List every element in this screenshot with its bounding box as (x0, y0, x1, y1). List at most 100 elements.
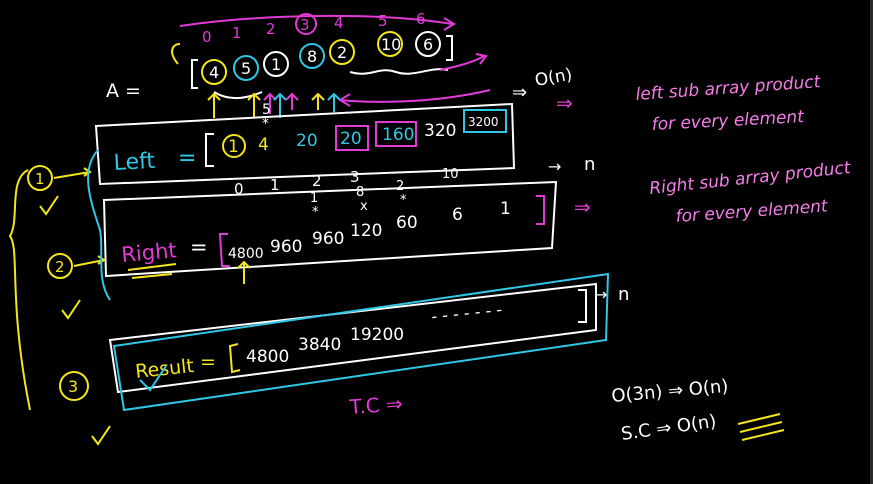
sc-formula: S.C ⇒ O(n) (620, 411, 718, 445)
right-value-1: 960 (270, 237, 302, 257)
right-value-4: 60 (396, 213, 418, 233)
forward-arrow-top (439, 55, 485, 71)
right-value-5: 6 (452, 205, 463, 225)
left-index-0: 0 (234, 180, 244, 198)
left-value-3-box (335, 125, 369, 151)
left-value-1: 4 (258, 135, 269, 155)
note-right-line2: for every element (675, 196, 830, 227)
array-cell-5-circle (377, 31, 403, 57)
cyan-connector (87, 149, 111, 301)
result-bracket-close (578, 289, 587, 323)
right-row-arrows: ⇒ (574, 195, 591, 219)
result-row-n: n (618, 284, 629, 305)
reverse-arrow (339, 89, 491, 103)
array-cell-3-circle (299, 43, 325, 69)
step-2-circle (47, 253, 73, 279)
right-mark-2: 8 (356, 185, 364, 200)
step-complexity-1: O(n) (533, 65, 573, 91)
array-index-4: 4 (334, 14, 344, 32)
array-label: A = (106, 80, 141, 102)
right-eq: = (190, 235, 208, 259)
result-value-1: 3840 (298, 335, 341, 355)
step-3-circle (59, 371, 89, 401)
result-trailing-dashes: - - - - - - - (430, 300, 503, 326)
right-mark-1: * (312, 205, 319, 220)
yellow-curl-arrow (171, 43, 181, 65)
step-1-number: 1 (35, 170, 45, 188)
right-value-2: 960 (312, 229, 344, 249)
array-index-0: 0 (202, 28, 212, 46)
array-index-3-circle (295, 13, 317, 35)
array-cell-2: 1 (271, 55, 281, 74)
result-value-2: 19200 (350, 325, 404, 345)
array-cell-6: 6 (423, 35, 433, 54)
array-cell-0-circle (201, 59, 227, 85)
array-cell-5: 10 (381, 35, 401, 54)
double-arrow-1: ⇒ (512, 82, 527, 103)
array-cell-4-circle (329, 39, 355, 65)
result-bracket-open (228, 343, 241, 374)
double-arrow-1b: ⇒ (556, 91, 573, 115)
sc-underline (737, 413, 785, 441)
array-bracket-close (446, 35, 453, 61)
note-left-line1: left sub array product (635, 72, 822, 105)
step-2-number: 2 (55, 258, 65, 276)
cyan-pointer-arrows (273, 92, 341, 118)
right-value-3: 120 (350, 221, 382, 241)
array-underbrace (213, 91, 263, 99)
yellow-pointer-arrows (207, 92, 325, 118)
array-index-1: 1 (232, 24, 242, 42)
result-row-box-cyan (112, 272, 610, 412)
array-index-row: 0 1 2 3 4 5 6 (202, 10, 426, 46)
left-row-arrow: → (548, 157, 561, 176)
right-mark-6: 10 (442, 167, 459, 182)
steps-brace (8, 169, 31, 411)
right-mark-0: 1 (310, 191, 318, 206)
left-index-1: 1 (270, 176, 280, 194)
right-label: Right (120, 238, 177, 267)
left-value-2: 20 (296, 131, 318, 151)
left-value-4: 160 (382, 125, 414, 145)
array-cell-3: 8 (307, 47, 317, 66)
array-index-6: 6 (416, 10, 426, 28)
right-mark-3: x (360, 199, 368, 214)
right-bracket-open (218, 233, 230, 267)
left-above-mark-5: 5 (262, 102, 271, 118)
tc-label: T.C ⇒ (348, 391, 404, 419)
step-arrows (53, 167, 106, 267)
array-index-2: 2 (266, 20, 276, 38)
tc-formula: O(3n) ⇒ O(n) (611, 376, 730, 407)
left-value-3: 20 (340, 129, 362, 149)
array-cell-1-circle (233, 55, 259, 81)
left-label: Left (113, 149, 156, 176)
array-cell-4: 2 (337, 43, 347, 62)
left-value-6-box (463, 109, 507, 133)
result-row-arrow: → (594, 285, 607, 304)
array-squiggle (349, 68, 449, 75)
array-index-5: 5 (378, 12, 388, 30)
array-index-3: 3 (300, 16, 310, 34)
right-value-0: 4800 (228, 246, 264, 262)
right-mark-5: * (400, 193, 407, 208)
right-above-marks: 1*8x2*10 (310, 167, 459, 220)
left-value-4-box (375, 121, 417, 147)
note-left-line2: for every element (651, 107, 805, 135)
magenta-pointer-arrows (263, 92, 299, 114)
left-bracket (205, 133, 214, 167)
top-span-arrowhead (443, 17, 456, 31)
top-span-arrow (179, 14, 453, 27)
window-edge (870, 0, 873, 484)
left-value-0: 1 (228, 137, 239, 157)
step-1-circle (27, 165, 53, 191)
forward-arrowhead-top (475, 53, 488, 65)
array-bracket-open (191, 59, 198, 89)
note-right-line1: Right sub array product (648, 158, 852, 199)
array-cell-1: 5 (241, 59, 251, 78)
